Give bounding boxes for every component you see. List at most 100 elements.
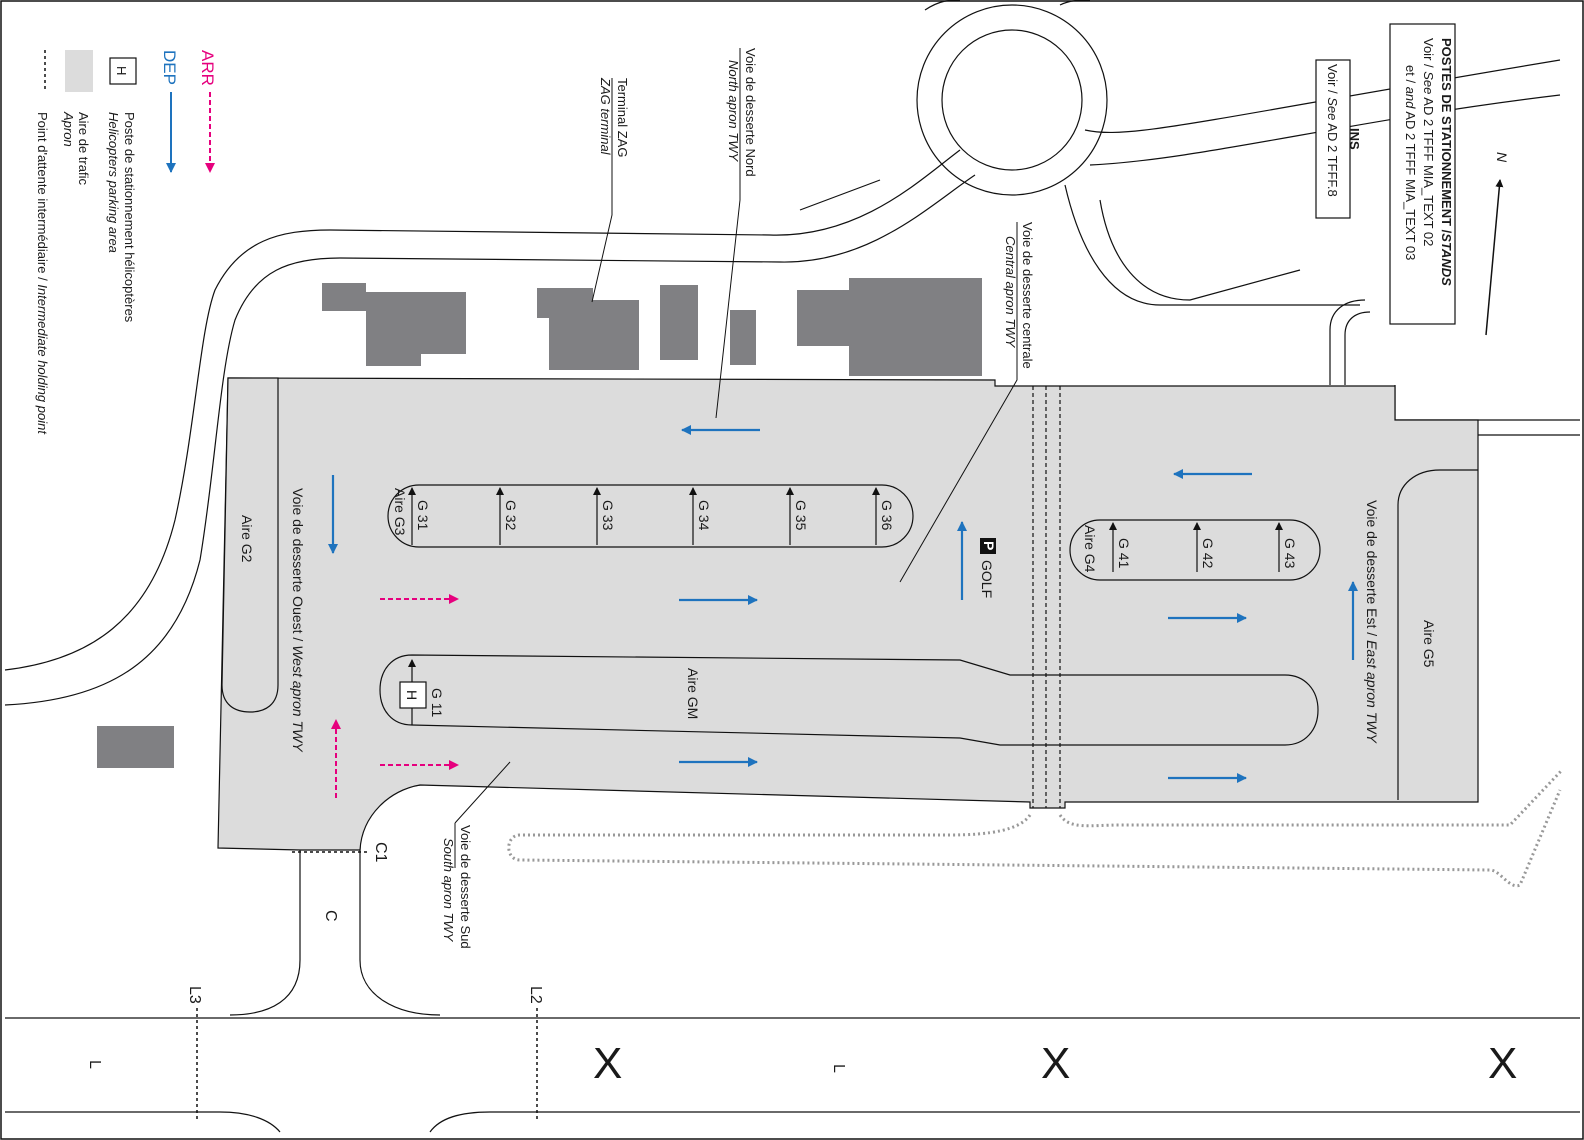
runway-mark-2: X [1041, 1039, 1070, 1088]
legend-helipad-symbol [109, 57, 137, 85]
legend-holding-en-text: Intermediate holding point [35, 284, 50, 435]
parking-p-letter: P [981, 541, 997, 550]
ins-ref-fr: Voir / [1325, 64, 1340, 94]
stand-g32: G 32 [503, 500, 519, 531]
dep-arrows [328, 425, 1358, 783]
helipad-h: H [404, 690, 420, 700]
stand-g11: G 11 [429, 688, 445, 718]
stands-line2-en: and [1403, 87, 1418, 109]
building-8 [797, 290, 849, 346]
arr-arrows [331, 594, 459, 798]
legend: ARR DEP H Poste de stationnement hélicop… [35, 50, 217, 435]
buildings [97, 278, 982, 768]
callout-terminal-fr: Terminal ZAG [615, 78, 630, 157]
stand-g41: G 41 [1116, 538, 1132, 569]
callout-south-fr: Voie de desserte Sud [458, 825, 473, 949]
twy-l-label-b: L [830, 1064, 847, 1073]
callout-central-en: Central apron TWY [1003, 236, 1018, 349]
callout-terminal-en: ZAG terminal [598, 77, 613, 156]
callout-south-line [454, 761, 511, 868]
fence-line [507, 768, 1564, 888]
area-g3-label: Aire G3 [392, 488, 408, 536]
stand-g34: G 34 [696, 500, 712, 531]
north-arrow: N [1485, 152, 1510, 336]
legend-helipad-en: Helicopters parking area [106, 112, 121, 253]
stand-g35: G 35 [793, 500, 809, 531]
stands-line1: Voir / See AD 2 TFFF MIA_TEXT 02 [1421, 38, 1436, 246]
island-g3 [387, 484, 914, 548]
legend-apron-en: Apron [61, 111, 76, 147]
east-twy-en: East apron TWY [1364, 640, 1380, 744]
area-g5-outline [1397, 469, 1478, 800]
ins-box: INS Voir / See AD 2 TFFF.8 [1315, 59, 1362, 219]
callout-north-fr: Voie de desserte Nord [743, 48, 758, 177]
twy-l-label-a: L [86, 1060, 103, 1069]
parking-golf-label: GOLF [979, 560, 995, 598]
area-g4-label: Aire G4 [1082, 525, 1098, 573]
building-2 [366, 292, 466, 354]
stands-line2-fr: et / [1403, 65, 1418, 83]
area-gm-label: Aire GM [685, 668, 701, 719]
island-g4 [1069, 519, 1321, 581]
island-gm [379, 654, 1319, 746]
legend-apron-swatch [65, 50, 93, 92]
stands-title-fr: POSTES DE STATIONNEMENT / [1439, 38, 1454, 234]
twy-c1-label: C1 [372, 842, 389, 863]
callout-terminal-line [591, 78, 613, 303]
legend-holding-fr-text: Point d'attente intermédiaire / [35, 112, 50, 281]
twy-l2-label: L2 [527, 986, 544, 1004]
stand-g43: G 43 [1282, 538, 1298, 569]
stands-line1-fr: Voir / [1421, 38, 1436, 68]
central-twy-lines [1032, 386, 1061, 808]
building-6 [660, 285, 698, 360]
callouts [454, 48, 1018, 868]
apron-area [217, 377, 1479, 851]
building-5 [549, 300, 639, 370]
callout-north-line [715, 48, 741, 419]
legend-helipad-h: H [114, 66, 129, 75]
callout-central-fr: Voie de desserte centrale [1020, 222, 1035, 369]
stand-g33: G 33 [600, 500, 616, 531]
building-10 [97, 726, 174, 768]
stands-line2-ref: AD 2 TFFF MIA_TEXT 03 [1403, 111, 1418, 260]
stands-title-en: STANDS [1439, 233, 1454, 286]
stands-line2: et / and AD 2 TFFF MIA_TEXT 03 [1403, 65, 1418, 260]
west-twy-fr: Voie de desserte Ouest / [290, 488, 306, 641]
callout-central-line [899, 222, 1018, 583]
north-label: N [1494, 152, 1510, 163]
stand-g31: G 31 [415, 500, 431, 531]
runway-mark-1: X [593, 1039, 622, 1088]
area-g2-outline [221, 377, 279, 713]
stands-box: POSTES DE STATIONNEMENT /STANDS Voir / S… [1389, 23, 1456, 325]
ins-ref: Voir / See AD 2 TFFF.8 [1325, 64, 1340, 197]
west-twy-label: Voie de desserte Ouest / West apron TWY [290, 488, 306, 753]
stands-line1-en: See [1421, 71, 1436, 94]
building-1 [322, 283, 366, 311]
legend-helipad-fr: Poste de stationnement hélicoptères [122, 112, 137, 323]
legend-apron-fr: Aire de trafic [76, 112, 91, 185]
stands-title: POSTES DE STATIONNEMENT /STANDS [1439, 38, 1454, 286]
area-g2-label: Aire G2 [239, 515, 255, 563]
stand-markers [408, 487, 1283, 725]
stands-line1-ref: AD 2 TFFF MIA_TEXT 02 [1421, 97, 1436, 246]
legend-arr-label: ARR [198, 50, 217, 86]
runway-mark-3: X [1488, 1039, 1517, 1088]
building-3 [366, 354, 421, 366]
callout-north-en: North apron TWY [726, 60, 741, 162]
parking-p-icon [980, 538, 996, 554]
area-g5-label: Aire G5 [1421, 620, 1437, 668]
east-twy-label: Voie de desserte Est / East apron TWY [1364, 500, 1380, 744]
ins-title: INS [1347, 128, 1362, 150]
ins-ref-code: AD 2 TFFF.8 [1325, 123, 1340, 196]
building-9 [849, 278, 982, 376]
ins-ref-en: See [1325, 97, 1340, 120]
callout-south-en: South apron TWY [441, 838, 456, 943]
stand-g42: G 42 [1200, 538, 1216, 569]
twy-l3-label: L3 [186, 986, 203, 1004]
building-7 [730, 310, 756, 365]
twy-c-label: C [322, 910, 339, 922]
legend-dep-label: DEP [160, 50, 179, 85]
west-twy-en: West apron TWY [290, 645, 306, 753]
